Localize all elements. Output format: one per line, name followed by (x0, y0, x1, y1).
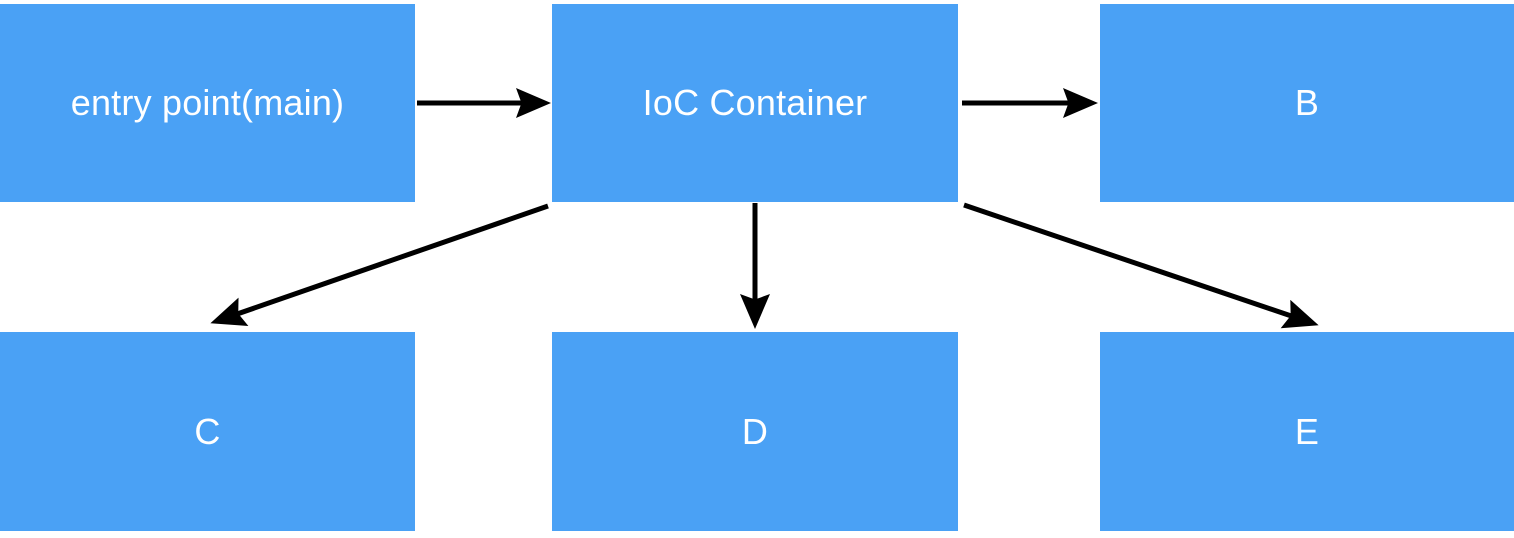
node-entry-point[interactable]: entry point(main) (0, 4, 415, 202)
node-d-label: D (741, 410, 769, 452)
edge-ioc-to-e (963, 202, 1319, 329)
node-entry-point-label: entry point(main) (70, 82, 345, 123)
node-e-label: E (1294, 410, 1320, 452)
node-ioc-container-label: IoC Container (642, 82, 868, 123)
node-d[interactable]: D (552, 332, 958, 531)
node-b[interactable]: B (1100, 4, 1514, 202)
node-e[interactable]: E (1100, 332, 1514, 531)
node-b-label: B (1294, 82, 1320, 123)
node-ioc-container[interactable]: IoC Container (552, 4, 958, 202)
edge-ioc-to-c (210, 203, 549, 326)
node-c-label: C (194, 410, 221, 452)
node-c[interactable]: C (0, 332, 415, 531)
